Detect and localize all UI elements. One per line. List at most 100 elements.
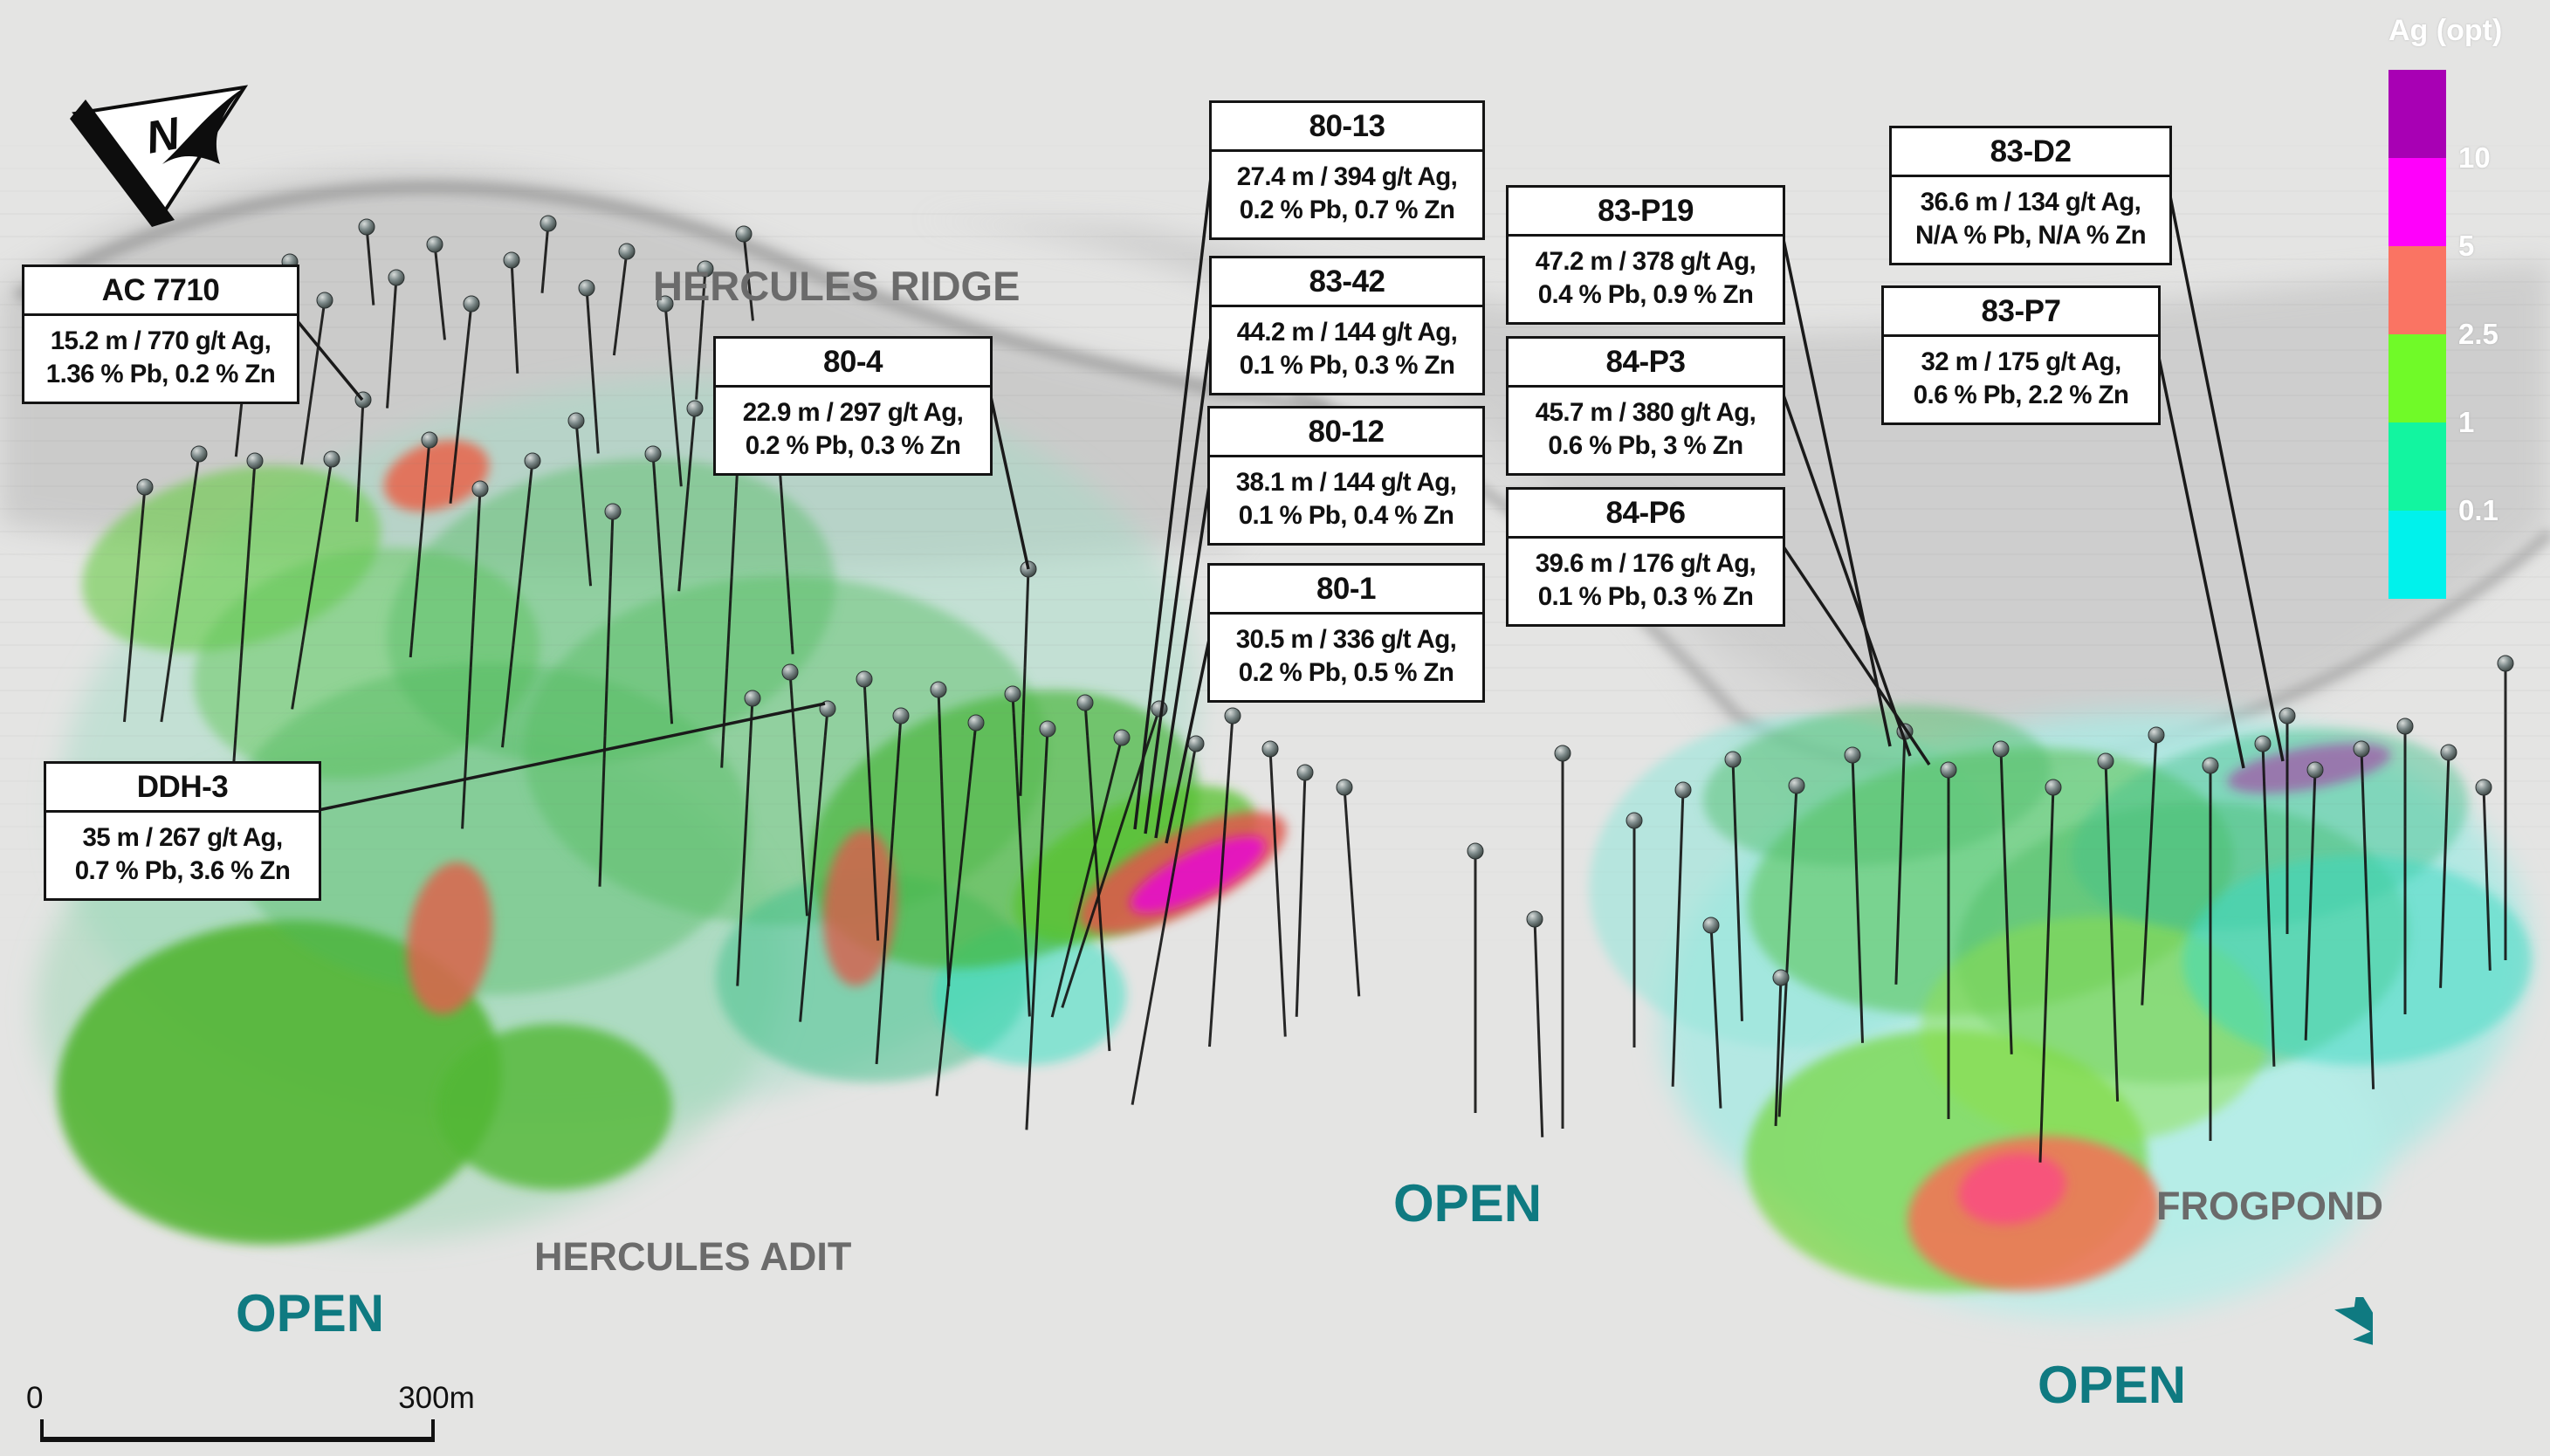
drill-collar (656, 295, 674, 312)
drill-collar (540, 215, 557, 232)
callout-intercept-text: 27.4 m / 394 g/t Ag,0.2 % Pb, 0.7 % Zn (1212, 152, 1482, 237)
drill-collar (2045, 779, 2062, 796)
drill-collar (1702, 917, 1720, 934)
drill-collar (697, 260, 714, 278)
drill-collar (1076, 694, 1094, 711)
drill-hole-trace (1671, 789, 1685, 1087)
callout-intercept-text: 30.5 m / 336 g/t Ag,0.2 % Pb, 0.5 % Zn (1210, 615, 1482, 700)
drill-hole-trace (1050, 737, 1124, 1018)
scale-bar-line (40, 1419, 435, 1442)
drill-collar (1940, 761, 1957, 779)
drill-collar (136, 478, 154, 496)
drill-collar (1004, 685, 1021, 703)
legend-tick-label: 10 (2458, 141, 2491, 174)
drill-collar (1113, 729, 1131, 746)
callout-hole-id: 83-P19 (1509, 188, 1783, 237)
callout-hole-id: 83-D2 (1892, 128, 2169, 177)
drill-collar (2306, 761, 2324, 779)
intercept-line-2: 0.6 % Pb, 2.2 % Zn (1913, 380, 2129, 409)
legend-segment (2388, 334, 2446, 422)
callout-hole-id: 80-13 (1212, 103, 1482, 152)
drill-collar (567, 412, 585, 429)
intercept-line-1: 35 m / 267 g/t Ag, (82, 823, 283, 852)
ore-blob (406, 862, 493, 1015)
ore-blob (383, 440, 490, 512)
drill-hole-trace (1295, 772, 1307, 1017)
drill-collar (2497, 655, 2514, 672)
drill-hole-trace (510, 259, 519, 374)
drill-hole-trace (663, 303, 683, 487)
drill-collar (2475, 779, 2492, 796)
callout-intercept-text: 15.2 m / 770 g/t Ag,1.36 % Pb, 0.2 % Zn (24, 316, 297, 402)
drill-collar (1788, 777, 1805, 794)
drill-collar (644, 445, 662, 463)
drill-collar (686, 400, 704, 417)
drill-collar (892, 707, 910, 725)
drill-hole-trace (935, 722, 978, 1096)
ore-blob (1130, 836, 1266, 913)
drill-collar (2353, 740, 2370, 758)
drill-hole-trace (160, 453, 201, 723)
drill-collar (967, 714, 985, 731)
drill-hole-trace (1025, 728, 1049, 1130)
drill-hole-trace (2360, 748, 2375, 1089)
drill-hole-trace (612, 251, 629, 356)
drill-hole-trace (863, 678, 880, 941)
drill-hole-trace (937, 689, 951, 986)
open-direction-arrow-icon (59, 1215, 155, 1311)
intercept-line-1: 22.9 m / 297 g/t Ag, (742, 398, 964, 427)
intercept-line-2: 0.1 % Pb, 0.3 % Zn (1239, 350, 1455, 380)
drill-hole-trace (1709, 924, 1722, 1109)
intercept-line-2: 0.1 % Pb, 0.4 % Zn (1238, 500, 1454, 530)
callout-intercept-text: 45.7 m / 380 g/t Ag,0.6 % Pb, 3 % Zn (1509, 388, 1783, 473)
drill-hole-trace (1999, 748, 2013, 1054)
drill-hole-trace (291, 458, 333, 710)
intercept-line-2: 1.36 % Pb, 0.2 % Zn (45, 359, 276, 388)
callout-intercept-text: 35 m / 267 g/t Ag,0.7 % Pb, 3.6 % Zn (46, 813, 319, 898)
drill-hole-trace (540, 223, 550, 293)
drill-collar (781, 663, 799, 681)
drill-collar (323, 450, 340, 468)
intercept-line-2: 0.4 % Pb, 0.9 % Zn (1537, 279, 1754, 309)
drill-hole-trace (598, 511, 615, 887)
drill-hole-trace (433, 244, 446, 340)
callout-intercept-text: 22.9 m / 297 g/t Ag,0.2 % Pb, 0.3 % Zn (716, 388, 990, 473)
intercept-line-1: 36.6 m / 134 g/t Ag, (1920, 188, 2141, 216)
drill-hole-trace (1019, 568, 1030, 796)
drill-collar (524, 452, 541, 470)
callout-hole-id: 84-P6 (1509, 490, 1783, 539)
drill-hole-trace (365, 226, 375, 306)
open-label-middle: OPEN (1393, 1174, 1543, 1233)
callout-hole-id: 80-12 (1210, 409, 1482, 457)
callout-intercept-text: 47.2 m / 378 g/t Ag,0.4 % Pb, 0.9 % Zn (1509, 237, 1783, 322)
arrow-glyph (2334, 1297, 2373, 1353)
drill-hole-trace (1343, 786, 1361, 997)
drill-collar (1039, 720, 1056, 738)
drill-collar (246, 452, 264, 470)
drill-collar (604, 503, 622, 520)
drill-collar (618, 243, 636, 260)
drill-collar (930, 681, 947, 698)
drill-hole-trace (2439, 752, 2450, 988)
intercept-line-2: 0.1 % Pb, 0.3 % Zn (1537, 581, 1754, 611)
drill-hole-trace (501, 460, 534, 748)
intercept-line-2: 0.2 % Pb, 0.5 % Zn (1238, 657, 1454, 687)
legend-segment (2388, 422, 2446, 511)
drill-collar (2440, 744, 2457, 761)
intercept-line-1: 45.7 m / 380 g/t Ag, (1535, 398, 1756, 427)
legend-color-bar (2388, 70, 2446, 599)
drill-collar (1336, 779, 1353, 796)
drill-collar (1992, 740, 2010, 758)
drill-hole-trace (2141, 734, 2158, 1006)
ore-blob (1958, 1153, 2066, 1225)
drill-collar (388, 269, 405, 286)
